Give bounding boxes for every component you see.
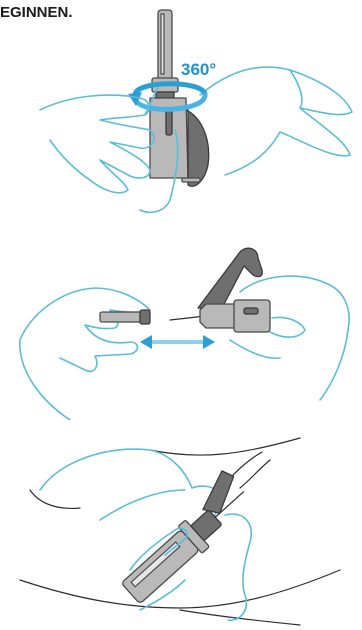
- step-1-illustration: 360°: [0, 0, 362, 215]
- left-hand-outline: [40, 95, 154, 193]
- step-3-illustration: [0, 430, 362, 630]
- rotation-label: 360°: [181, 60, 216, 80]
- needle-cap-short: [100, 312, 146, 322]
- arm-outline: [150, 438, 300, 455]
- insert-needle-drawing: [0, 430, 362, 630]
- needle-holder-inserted: [110, 468, 257, 607]
- needle-holder: [234, 300, 270, 332]
- holding-hand-outline: [40, 449, 219, 525]
- needle-cap: [158, 10, 172, 80]
- twist-cap-drawing: [0, 0, 362, 215]
- step-2-illustration: [0, 230, 362, 420]
- separate-parts-drawing: [0, 230, 362, 420]
- pull-apart-arrows: [140, 335, 215, 349]
- left-hand-outline: [20, 288, 150, 371]
- safety-shield: [198, 248, 262, 308]
- right-hand-outline: [200, 67, 352, 175]
- right-hand-outline: [240, 276, 349, 400]
